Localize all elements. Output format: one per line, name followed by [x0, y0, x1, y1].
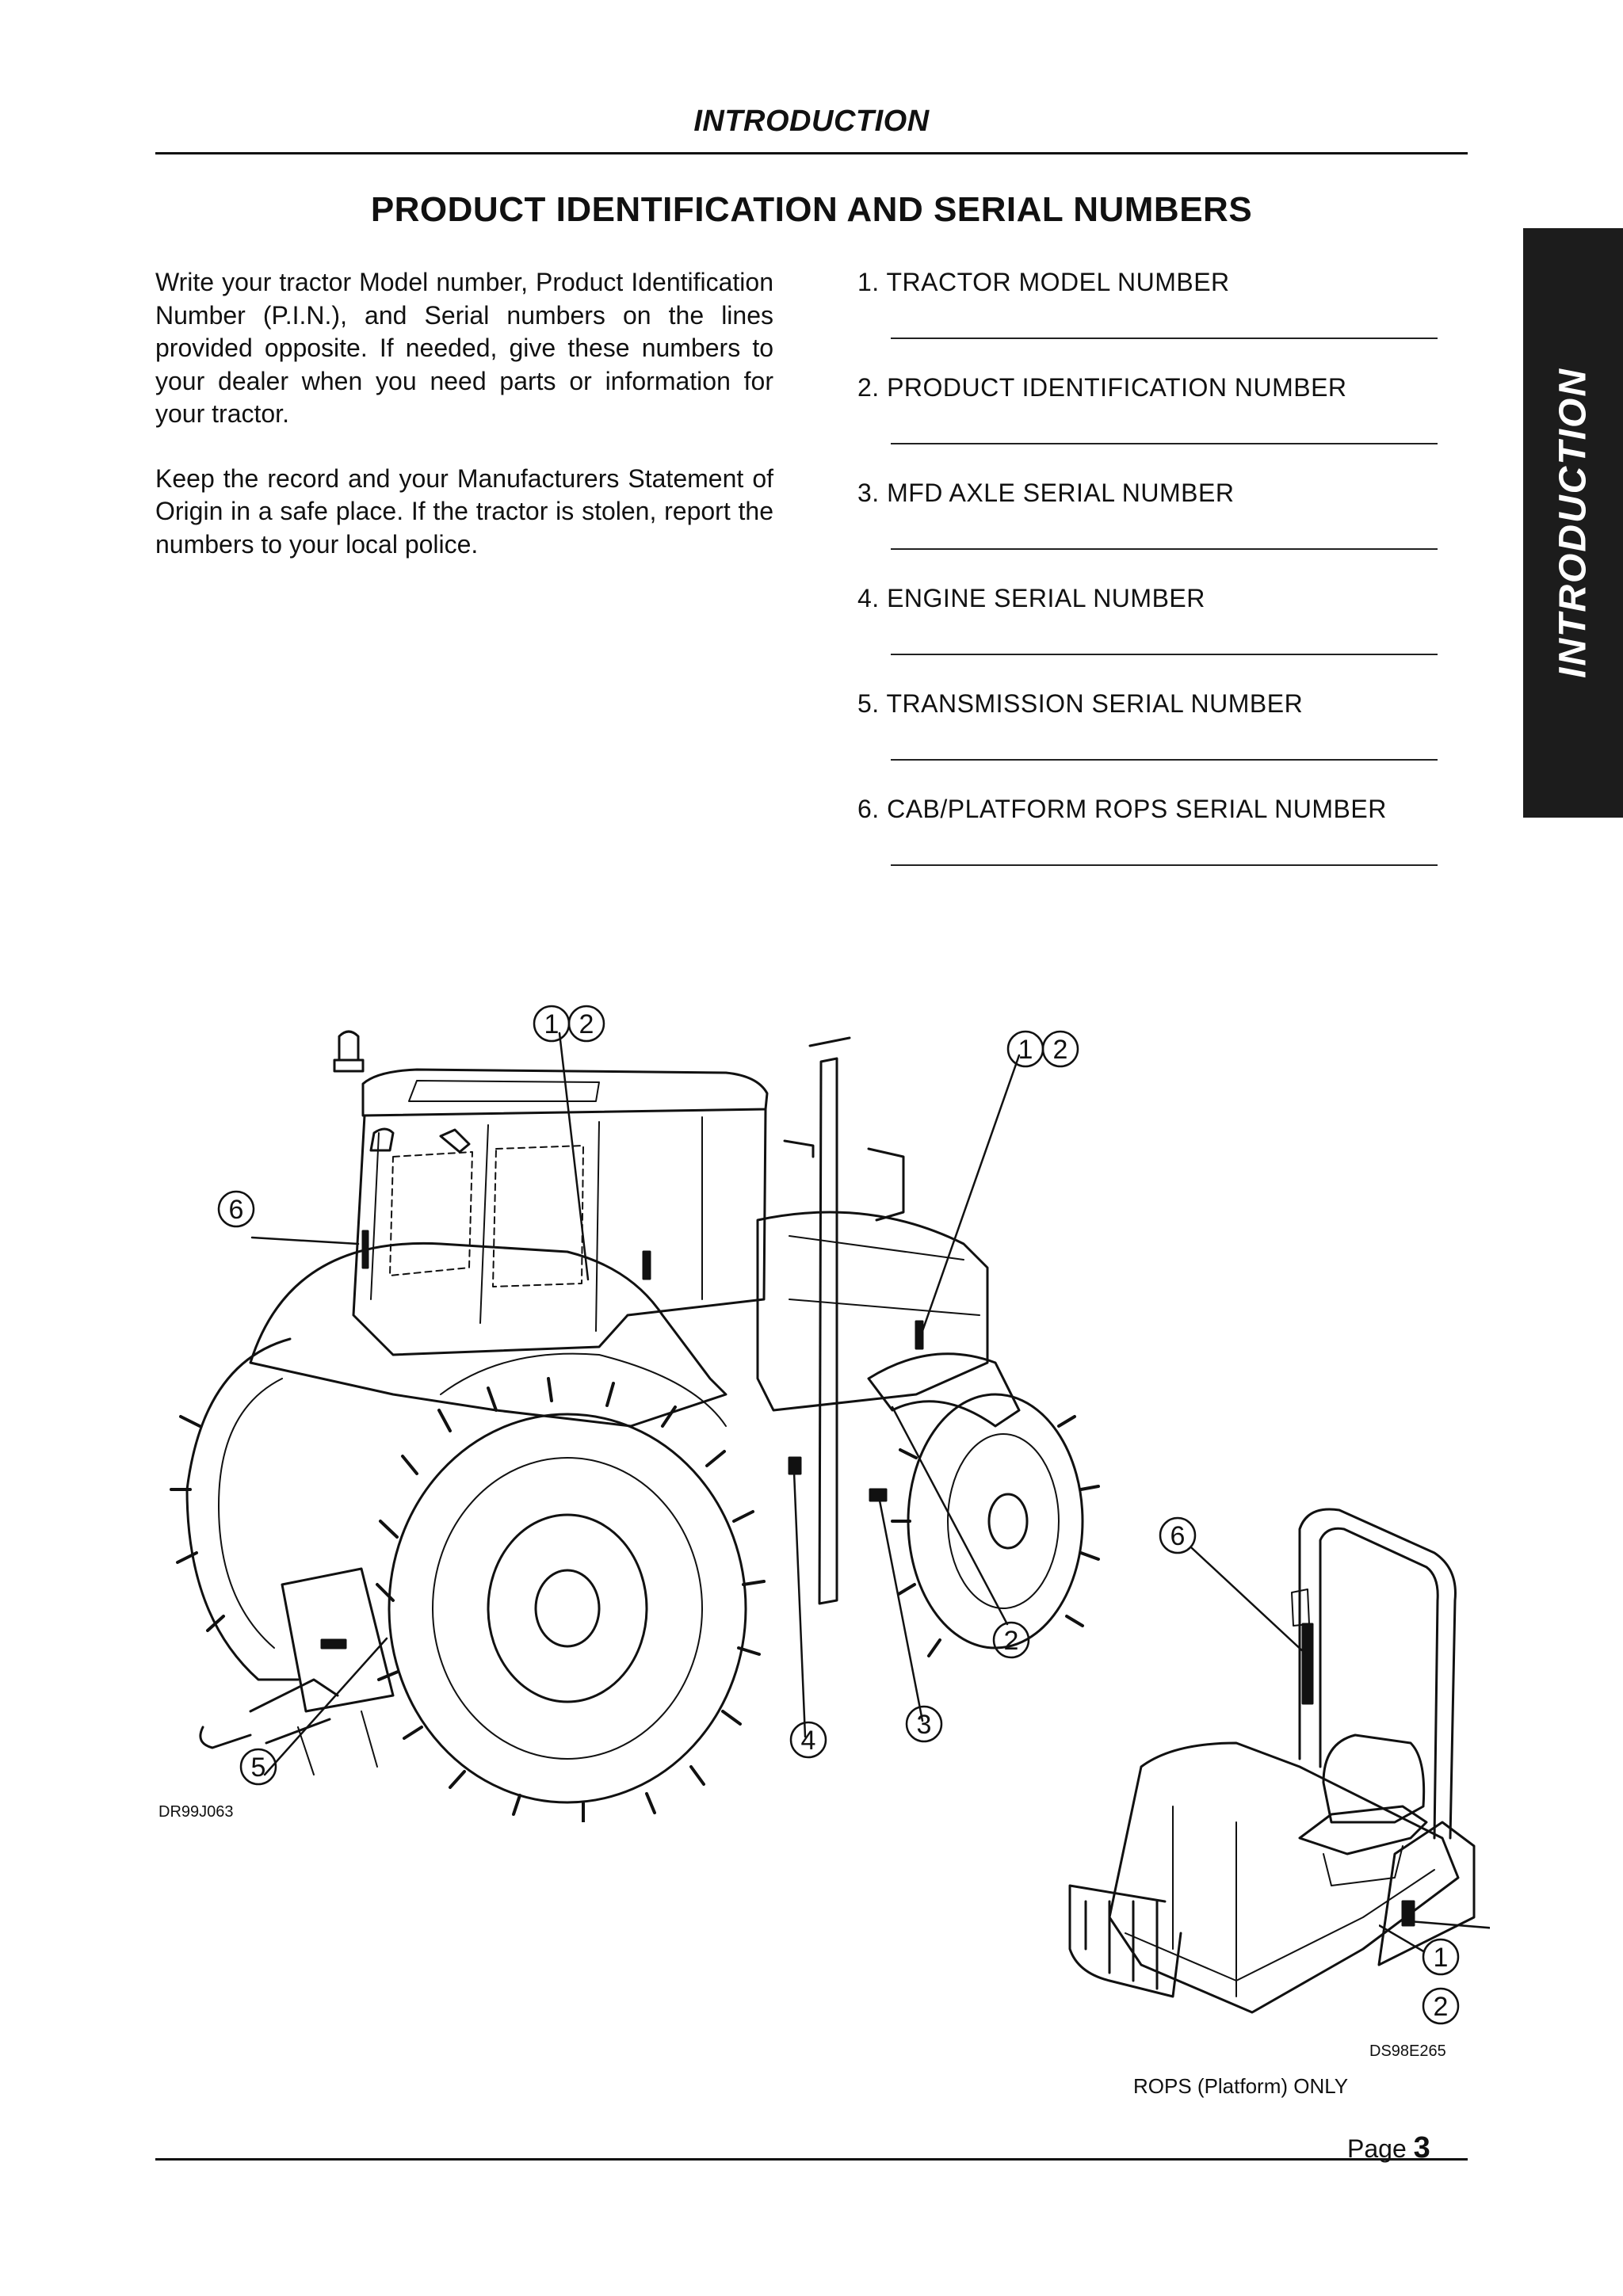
cab-roof — [361, 1068, 769, 1117]
side-panel — [1377, 1821, 1476, 1966]
hood — [756, 1211, 989, 1412]
field-label: 4. ENGINE SERIAL NUMBER — [857, 584, 1205, 612]
rops-platform-illustration: 6 — [1068, 1508, 1490, 2014]
callout-number: 2 — [1434, 1992, 1449, 2022]
page-label: Page — [1347, 2134, 1407, 2163]
intro-paragraph: Write your tractor Model number, Product… — [155, 268, 773, 428]
callout-number: 6 — [229, 1195, 244, 1225]
callout-number: 1 — [544, 1009, 559, 1039]
write-in-line[interactable] — [891, 548, 1438, 550]
intro-text: Write your tractor Model number, Product… — [155, 266, 773, 593]
callout-number: 2 — [1004, 1626, 1019, 1656]
page-number-value: 3 — [1413, 2131, 1430, 2164]
beacon-lamp — [333, 1030, 365, 1073]
rops-callouts: 1 2 — [1379, 1924, 1460, 2025]
rear-wheel — [376, 1377, 766, 1822]
callout-leaders — [1190, 1547, 1490, 1929]
field-tractor-model: 1. TRACTOR MODEL NUMBER — [857, 266, 1444, 372]
serial-plate-marker — [1401, 1900, 1415, 1927]
front-guard — [1068, 1884, 1182, 1998]
roll-bar — [1298, 1508, 1457, 1840]
field-mfd-axle: 3. MFD AXLE SERIAL NUMBER — [857, 477, 1444, 582]
field-pin: 2. PRODUCT IDENTIFICATION NUMBER — [857, 372, 1444, 477]
write-in-line[interactable] — [891, 864, 1438, 866]
rear-fender — [249, 1241, 727, 1428]
footer-rule — [155, 2158, 1468, 2161]
field-label: 3. MFD AXLE SERIAL NUMBER — [857, 479, 1235, 507]
figure-caption: ROPS (Platform) ONLY — [1133, 2074, 1349, 2098]
three-point-hitch — [199, 1567, 395, 1775]
side-tab-label: INTRODUCTION — [1552, 368, 1594, 678]
air-intake — [783, 1139, 905, 1222]
callout-number: 4 — [801, 1726, 816, 1756]
callouts: 1 2 1 2 6 5 4 3 2 — [217, 1005, 1079, 1786]
exhaust-stack — [808, 1036, 851, 1605]
callout-number: 1 — [1018, 1035, 1033, 1065]
field-rops: 6. CAB/PLATFORM ROPS SERIAL NUMBER — [857, 793, 1444, 898]
section-side-tab: INTRODUCTION — [1523, 228, 1623, 818]
rear-wheel-far — [170, 1337, 300, 1681]
figure-code: DR99J063 — [158, 1803, 234, 1821]
write-in-line[interactable] — [891, 338, 1438, 339]
field-label: 5. TRANSMISSION SERIAL NUMBER — [857, 689, 1304, 718]
field-label: 6. CAB/PLATFORM ROPS SERIAL NUMBER — [857, 795, 1387, 823]
figure-code: DS98E265 — [1369, 2042, 1446, 2060]
serial-plate-marker — [788, 1456, 802, 1475]
intro-paragraph: Keep the record and your Manufacturers S… — [155, 463, 773, 559]
field-engine: 4. ENGINE SERIAL NUMBER — [857, 582, 1444, 688]
write-in-line[interactable] — [891, 443, 1438, 444]
callout-number: 2 — [1053, 1035, 1068, 1065]
field-transmission: 5. TRANSMISSION SERIAL NUMBER — [857, 688, 1444, 793]
callout-number: 6 — [1170, 1521, 1186, 1551]
page-title: PRODUCT IDENTIFICATION AND SERIAL NUMBER… — [370, 190, 1253, 229]
running-header: INTRODUCTION — [693, 105, 930, 138]
callout-number: 5 — [251, 1753, 266, 1783]
cab-frame — [352, 1108, 767, 1356]
write-in-line[interactable] — [891, 759, 1438, 761]
serial-plate-marker — [915, 1320, 924, 1350]
header-rule — [155, 152, 1468, 154]
serial-plate-marker — [361, 1230, 369, 1269]
field-label: 1. TRACTOR MODEL NUMBER — [857, 268, 1230, 296]
serial-number-fields: 1. TRACTOR MODEL NUMBER 2. PRODUCT IDENT… — [857, 266, 1444, 898]
front-fender — [867, 1352, 1021, 1428]
serial-plate-marker — [642, 1250, 651, 1280]
write-in-line[interactable] — [891, 654, 1438, 655]
callout-number: 1 — [1434, 1943, 1449, 1973]
operator-seat — [1322, 1733, 1426, 1824]
page-number: Page 3 — [1347, 2131, 1430, 2165]
mirror — [369, 1127, 471, 1154]
callout-leaders — [250, 1032, 1021, 1776]
platform-deck — [1108, 1741, 1460, 2014]
field-label: 2. PRODUCT IDENTIFICATION NUMBER — [857, 373, 1347, 402]
serial-plate-marker — [869, 1488, 888, 1502]
callouts: 6 — [1159, 1516, 1197, 1554]
tractor-illustration: 1 2 1 2 6 5 4 3 2 — [170, 1005, 1100, 1822]
serial-plate-marker — [1301, 1623, 1314, 1705]
callout-number: 2 — [579, 1009, 594, 1039]
callout-number: 3 — [917, 1710, 932, 1740]
